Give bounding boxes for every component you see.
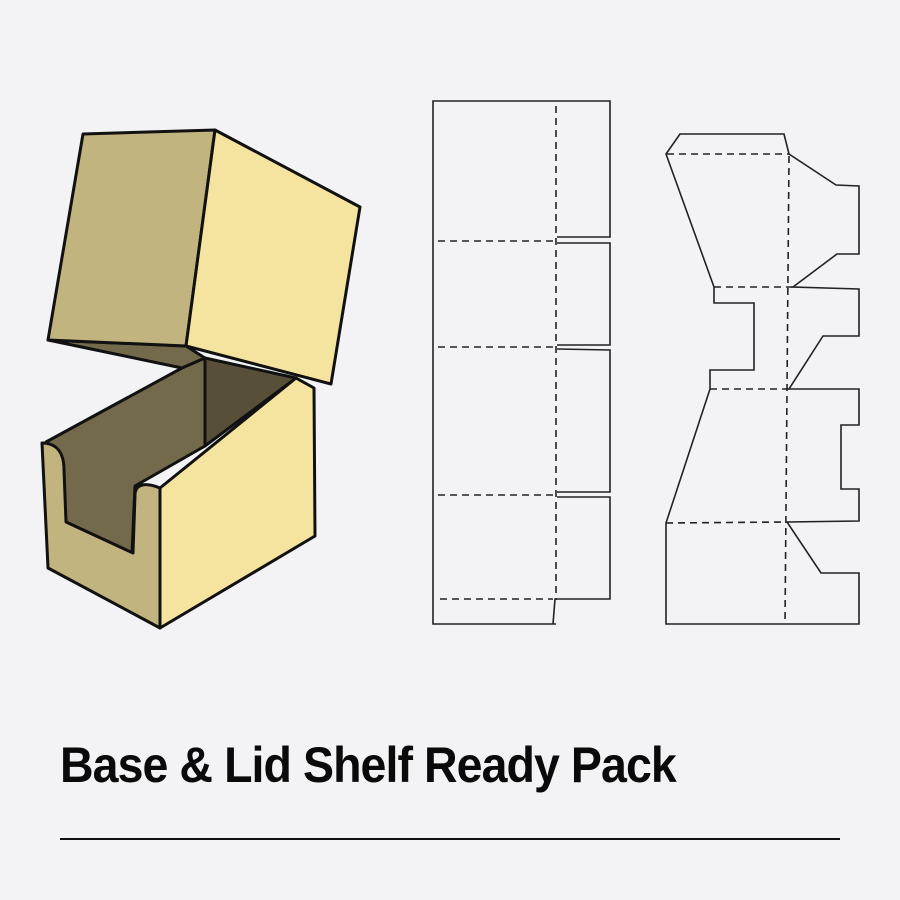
page-title: Base & Lid Shelf Ready Pack xyxy=(60,737,677,793)
illustration xyxy=(40,100,860,630)
title-divider xyxy=(60,838,840,840)
open-box-3d xyxy=(40,128,362,630)
lid-dieline xyxy=(665,133,860,625)
base-dieline xyxy=(432,100,611,625)
box-front-face xyxy=(40,441,162,630)
lid-right-face xyxy=(184,128,362,386)
box-side-face xyxy=(158,376,317,630)
box-inner-side-wall xyxy=(203,356,298,448)
